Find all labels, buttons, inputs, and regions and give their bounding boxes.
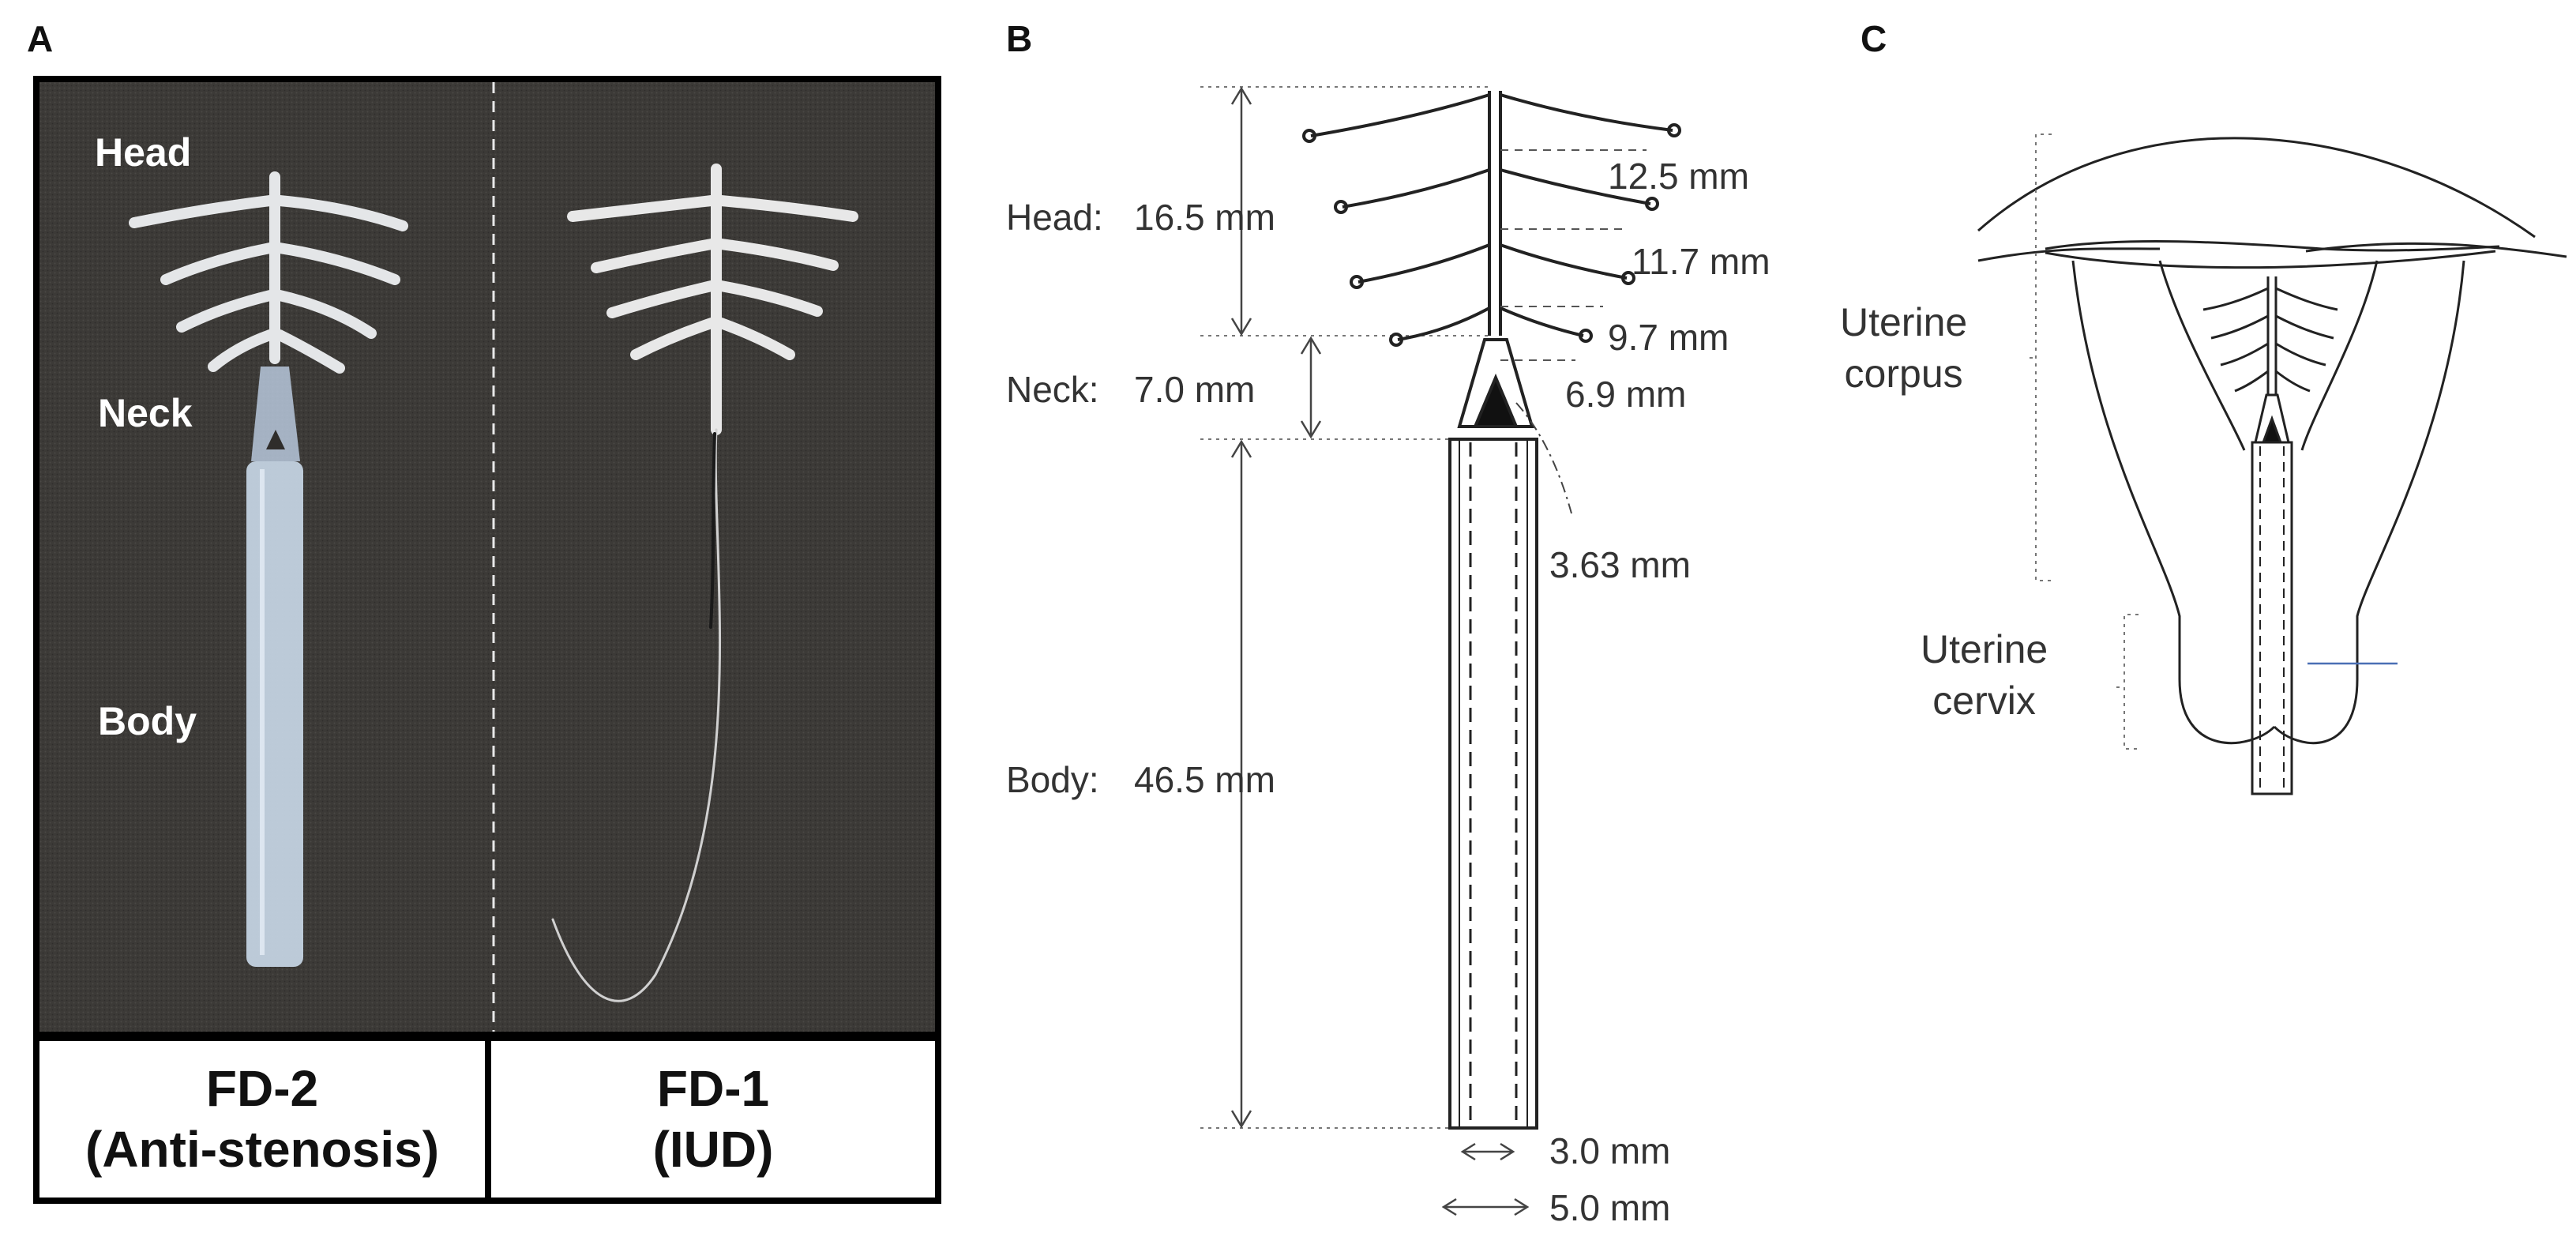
inserted-device: [2202, 276, 2338, 795]
neck-section-name: Neck:: [1006, 369, 1099, 410]
dimension-arrows: [1230, 86, 1530, 1216]
neck-label: Neck: [98, 391, 193, 435]
device-photo: Head Neck Body: [33, 76, 941, 1038]
panel-c-letter: C: [1861, 18, 1887, 59]
head-section-length: 16.5 mm: [1134, 197, 1275, 238]
device-body: [1448, 438, 1538, 1130]
device-head: [1302, 91, 1681, 347]
body-section-length: 46.5 mm: [1134, 759, 1275, 800]
uterine-corpus-line1: Uterine: [1840, 300, 1968, 344]
arm-width-2: 11.7 mm: [1632, 241, 1771, 282]
arm-width-1: 12.5 mm: [1608, 156, 1749, 197]
caption-fd1-subtitle: (IUD): [652, 1121, 774, 1178]
uterine-cervix-line2: cervix: [1932, 679, 2036, 723]
caption-fd1: FD-1 (IUD): [485, 1035, 941, 1204]
uterine-corpus-label: Uterine corpus: [1840, 297, 1967, 400]
fd1-device: [551, 164, 858, 1002]
uterine-cervix-label: Uterine cervix: [1921, 624, 2048, 727]
photo-illustration: [39, 82, 935, 1032]
arm-width-4: 6.9 mm: [1565, 374, 1687, 415]
uterine-corpus-line2: corpus: [1844, 352, 1963, 396]
outer-diameter: 5.0 mm: [1549, 1187, 1671, 1228]
panel-a-letter: A: [27, 18, 54, 59]
device-neck: [1453, 338, 1538, 441]
head-section-name: Head:: [1006, 197, 1103, 238]
reference-lines: [1200, 86, 1493, 1129]
fd2-neck: [251, 367, 300, 461]
neck-opening-leader: [1515, 402, 1572, 514]
fd2-neck-opening: [266, 430, 285, 449]
uterine-cervix-line1: Uterine: [1921, 627, 2048, 671]
body-label: Body: [98, 699, 197, 743]
neck-opening-width: 3.63 mm: [1549, 544, 1691, 585]
caption-fd2: FD-2 (Anti-stenosis): [33, 1035, 491, 1204]
head-label: Head: [95, 130, 192, 175]
arm-width-3: 9.7 mm: [1608, 317, 1729, 358]
caption-fd2-title: FD-2: [205, 1060, 319, 1118]
neck-section-length: 7.0 mm: [1134, 369, 1256, 410]
arm-width-lines: [1500, 149, 1647, 361]
uterus-schematic: [1977, 137, 2567, 745]
body-section-name: Body:: [1006, 759, 1099, 800]
inner-diameter: 3.0 mm: [1549, 1130, 1671, 1171]
fd2-device: [129, 171, 408, 374]
panel-b-letter: B: [1006, 18, 1033, 59]
caption-fd2-subtitle: (Anti-stenosis): [85, 1121, 439, 1178]
region-brackets: [2030, 133, 2139, 750]
caption-fd1-title: FD-1: [656, 1060, 770, 1118]
